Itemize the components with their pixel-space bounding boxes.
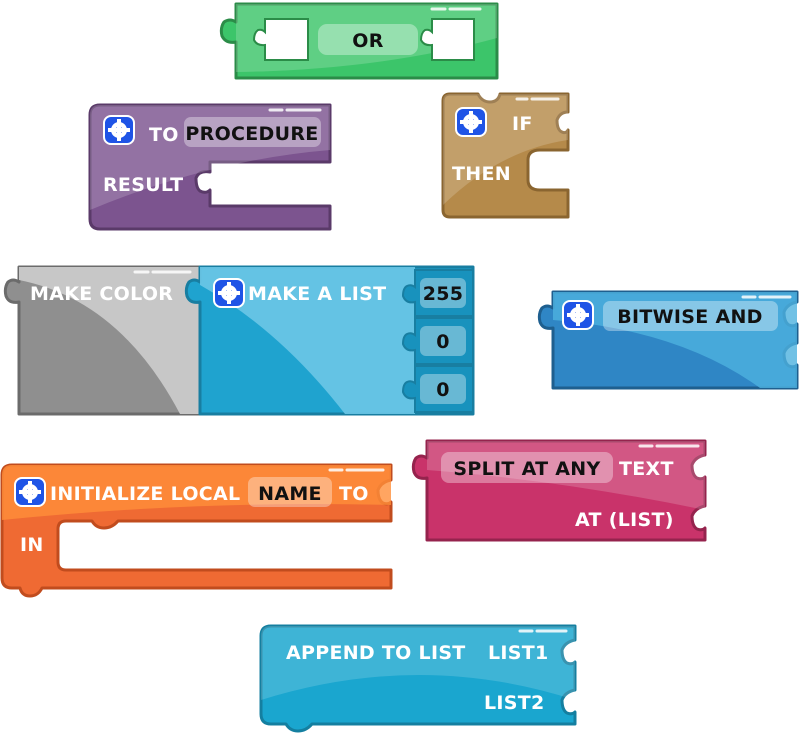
gear-icon — [460, 111, 482, 133]
list-item-0-first[interactable]: 0 — [401, 317, 474, 365]
or-operator-dropdown[interactable] — [318, 24, 418, 55]
initialize-to-label: TO — [339, 483, 369, 505]
procedure-to-label: TO — [149, 124, 179, 146]
bitwise-operator-label: BITWISE AND — [617, 306, 763, 328]
if-label: IF — [512, 113, 533, 135]
procedure-block-body — [88, 103, 332, 231]
list-item-value: 0 — [436, 379, 450, 401]
append-to-list-block-body — [259, 624, 577, 733]
split-mode-label: SPLIT AT ANY — [453, 458, 600, 480]
gear-icon — [567, 304, 589, 326]
append-to-list-label: APPEND TO LIST — [286, 642, 466, 664]
split-at-any-block[interactable]: SPLIT AT ANY TEXT AT (LIST) — [411, 439, 707, 542]
initialize-in-label: IN — [20, 534, 44, 556]
then-label: THEN — [452, 163, 511, 185]
make-a-list-block[interactable]: MAKE A LIST 255 0 0 — [184, 265, 475, 416]
gear-icon — [218, 282, 240, 304]
gear-icon — [108, 119, 130, 141]
if-mutator-button[interactable] — [455, 107, 487, 137]
make-color-label: MAKE COLOR — [30, 283, 173, 305]
gear-icon — [19, 481, 41, 503]
or-right-socket[interactable] — [419, 18, 475, 61]
procedure-block[interactable]: TO PROCEDURE RESULT — [88, 103, 332, 231]
procedure-result-label: RESULT — [103, 174, 183, 196]
make-a-list-mutator-button[interactable] — [213, 278, 245, 308]
make-a-list-label: MAKE A LIST — [248, 283, 386, 305]
append-to-list-block[interactable]: APPEND TO LIST LIST1 LIST2 — [259, 624, 577, 733]
or-left-socket[interactable] — [252, 18, 309, 61]
split-text-label: TEXT — [619, 458, 674, 480]
list-item-255[interactable]: 255 — [401, 269, 474, 317]
or-operator-label: OR — [352, 30, 383, 52]
list-item-value: 255 — [423, 283, 464, 305]
append-list2-label: LIST2 — [484, 692, 545, 714]
or-block[interactable]: OR — [219, 2, 499, 80]
bitwise-mutator-button[interactable] — [562, 300, 594, 330]
bitwise-and-block[interactable]: BITWISE AND — [537, 290, 799, 390]
initialize-local-label: INITIALIZE LOCAL — [50, 483, 240, 505]
procedure-mutator-button[interactable] — [103, 115, 135, 145]
procedure-name-field[interactable] — [184, 117, 321, 147]
procedure-name-value: PROCEDURE — [185, 123, 318, 145]
bitwise-operator-dropdown[interactable] — [603, 301, 778, 331]
list-item-value: 0 — [436, 331, 450, 353]
make-color-block[interactable]: MAKE COLOR — [3, 265, 202, 416]
list-item-0-second[interactable]: 0 — [401, 365, 474, 413]
split-mode-dropdown[interactable] — [441, 452, 613, 483]
initialize-local-block[interactable]: INITIALIZE LOCAL NAME TO IN — [0, 463, 393, 598]
local-name-value: NAME — [258, 483, 322, 505]
split-at-any-block-body — [411, 439, 707, 542]
append-list1-label: LIST1 — [488, 642, 549, 664]
initialize-mutator-button[interactable] — [14, 477, 46, 507]
local-name-field[interactable] — [248, 477, 332, 507]
if-then-block[interactable]: IF THEN — [441, 92, 570, 219]
split-at-list-label: AT (LIST) — [575, 509, 674, 531]
